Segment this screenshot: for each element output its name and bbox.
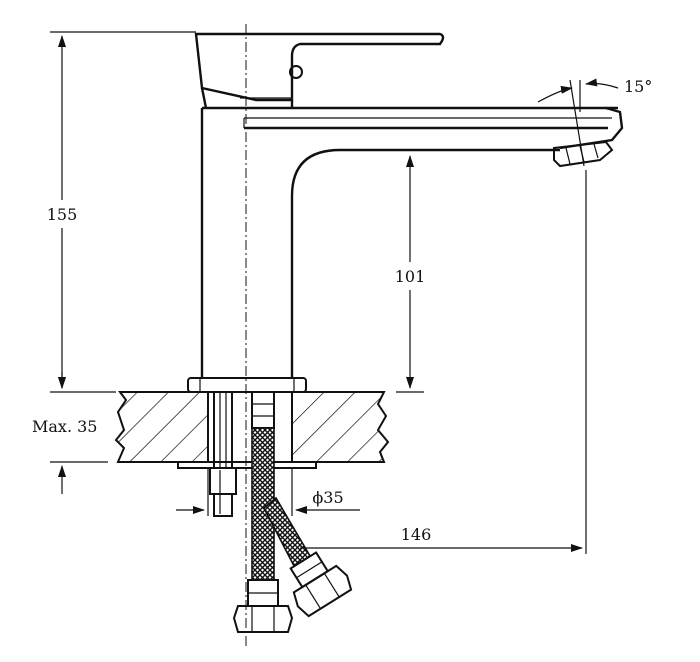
dimension-reach: 146 bbox=[300, 170, 587, 554]
supply-hose-straight bbox=[232, 391, 294, 633]
label-angle: 15° bbox=[624, 77, 652, 96]
label-max-thickness: Max. 35 bbox=[32, 417, 97, 436]
countertop-section bbox=[114, 391, 390, 469]
dimension-hole-diameter: ϕ35 bbox=[176, 468, 360, 516]
label-hole-diameter: ϕ35 bbox=[312, 488, 343, 507]
label-height-total: 155 bbox=[47, 205, 78, 224]
mounting-stud bbox=[209, 391, 237, 517]
faucet-body bbox=[187, 106, 624, 393]
dimension-max-thickness: Max. 35 bbox=[32, 372, 108, 494]
faucet-handle bbox=[194, 32, 445, 109]
label-reach: 146 bbox=[401, 525, 432, 544]
dimension-spout-height: 101 bbox=[395, 155, 426, 393]
dimension-angle: 15° bbox=[537, 77, 652, 167]
label-spout-height: 101 bbox=[395, 267, 426, 286]
supply-hose-bent bbox=[262, 496, 353, 618]
dimension-height-total: 155 bbox=[47, 31, 196, 393]
